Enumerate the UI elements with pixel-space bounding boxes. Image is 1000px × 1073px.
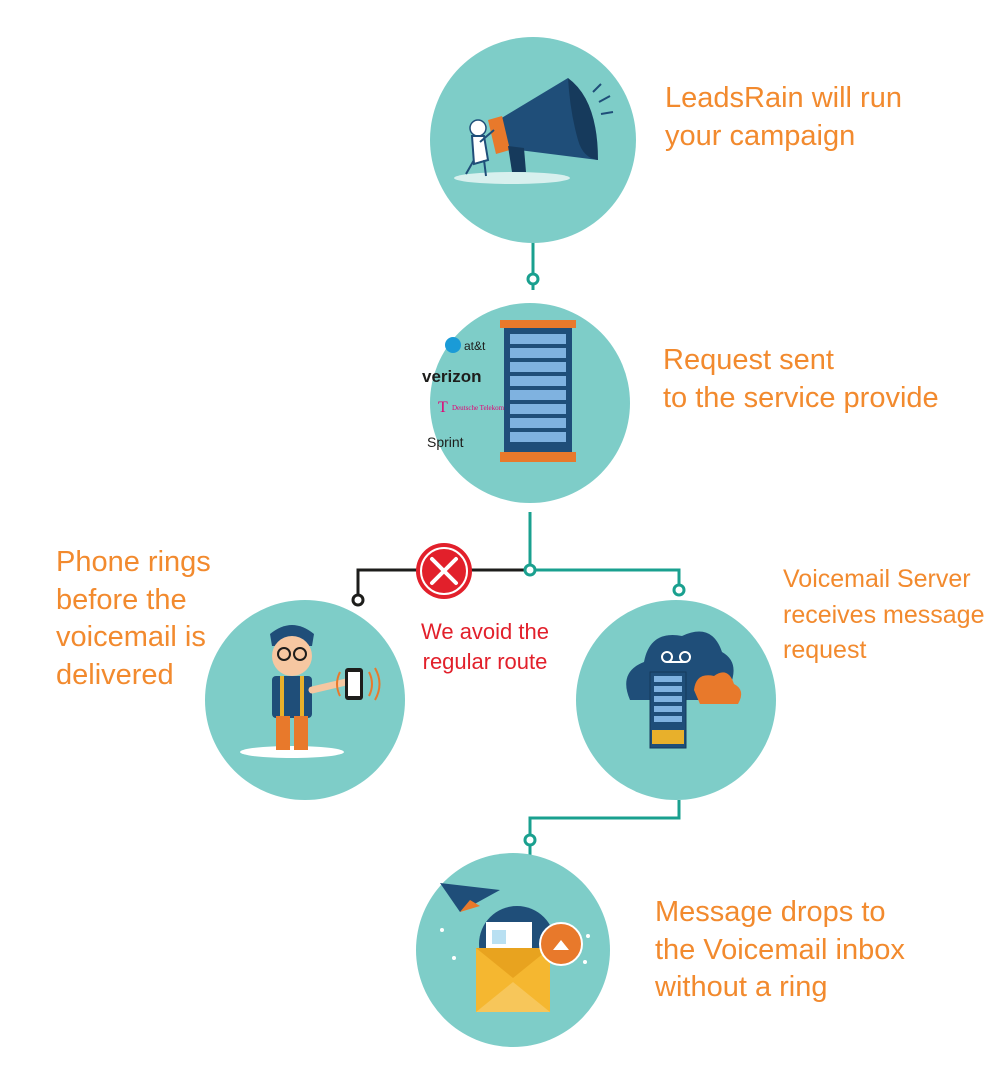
step-provider-label: Request sent to the service provide: [663, 344, 939, 414]
step-voicemail-server-circle: [576, 600, 776, 800]
cloud-server-icon: [626, 631, 742, 749]
connector-node: [526, 272, 540, 286]
megaphone-icon: [454, 78, 614, 184]
step-campaign-label: LeadsRain will run your campaign: [665, 82, 902, 152]
att-globe-icon: [445, 337, 461, 353]
step-provider-circle: at&t verizon T Deutsche Telekom Sprint: [422, 303, 630, 503]
carrier-telekom: Deutsche Telekom: [452, 404, 505, 412]
carrier-sprint: Sprint: [427, 434, 464, 450]
step-voicemail-server-label: Voicemail Server receives message reques…: [783, 565, 985, 664]
envelope-icon: [440, 883, 590, 1012]
connector-node: [351, 593, 365, 607]
connector-node: [523, 833, 537, 847]
connector-server-inbox: [528, 800, 681, 868]
carrier-verizon: verizon: [422, 367, 482, 386]
man-with-phone-icon: [240, 625, 381, 758]
connectors: [351, 242, 686, 868]
server-rack-icon: [500, 320, 576, 462]
step-phone-circle: [205, 600, 405, 800]
step-inbox-circle: [416, 853, 610, 1047]
step-campaign-circle: [430, 37, 636, 243]
connector-blocked-route: [356, 568, 530, 600]
avoid-note-label: We avoid the regular route: [420, 619, 549, 674]
connector-node: [523, 563, 537, 577]
connector-node: [672, 583, 686, 597]
carrier-logos: at&t verizon T Deutsche Telekom Sprint: [422, 337, 505, 450]
step-inbox-label: Message drops to the Voicemail inbox wit…: [655, 896, 905, 1004]
carrier-telekom-mark: T: [438, 399, 448, 416]
connector-voicemail-route: [530, 568, 681, 590]
step-phone-label: Phone rings before the voicemail is deli…: [56, 546, 211, 692]
carrier-att: at&t: [464, 339, 486, 353]
x-circle-icon: [416, 543, 472, 599]
voicemail-symbol-icon: [661, 651, 691, 663]
